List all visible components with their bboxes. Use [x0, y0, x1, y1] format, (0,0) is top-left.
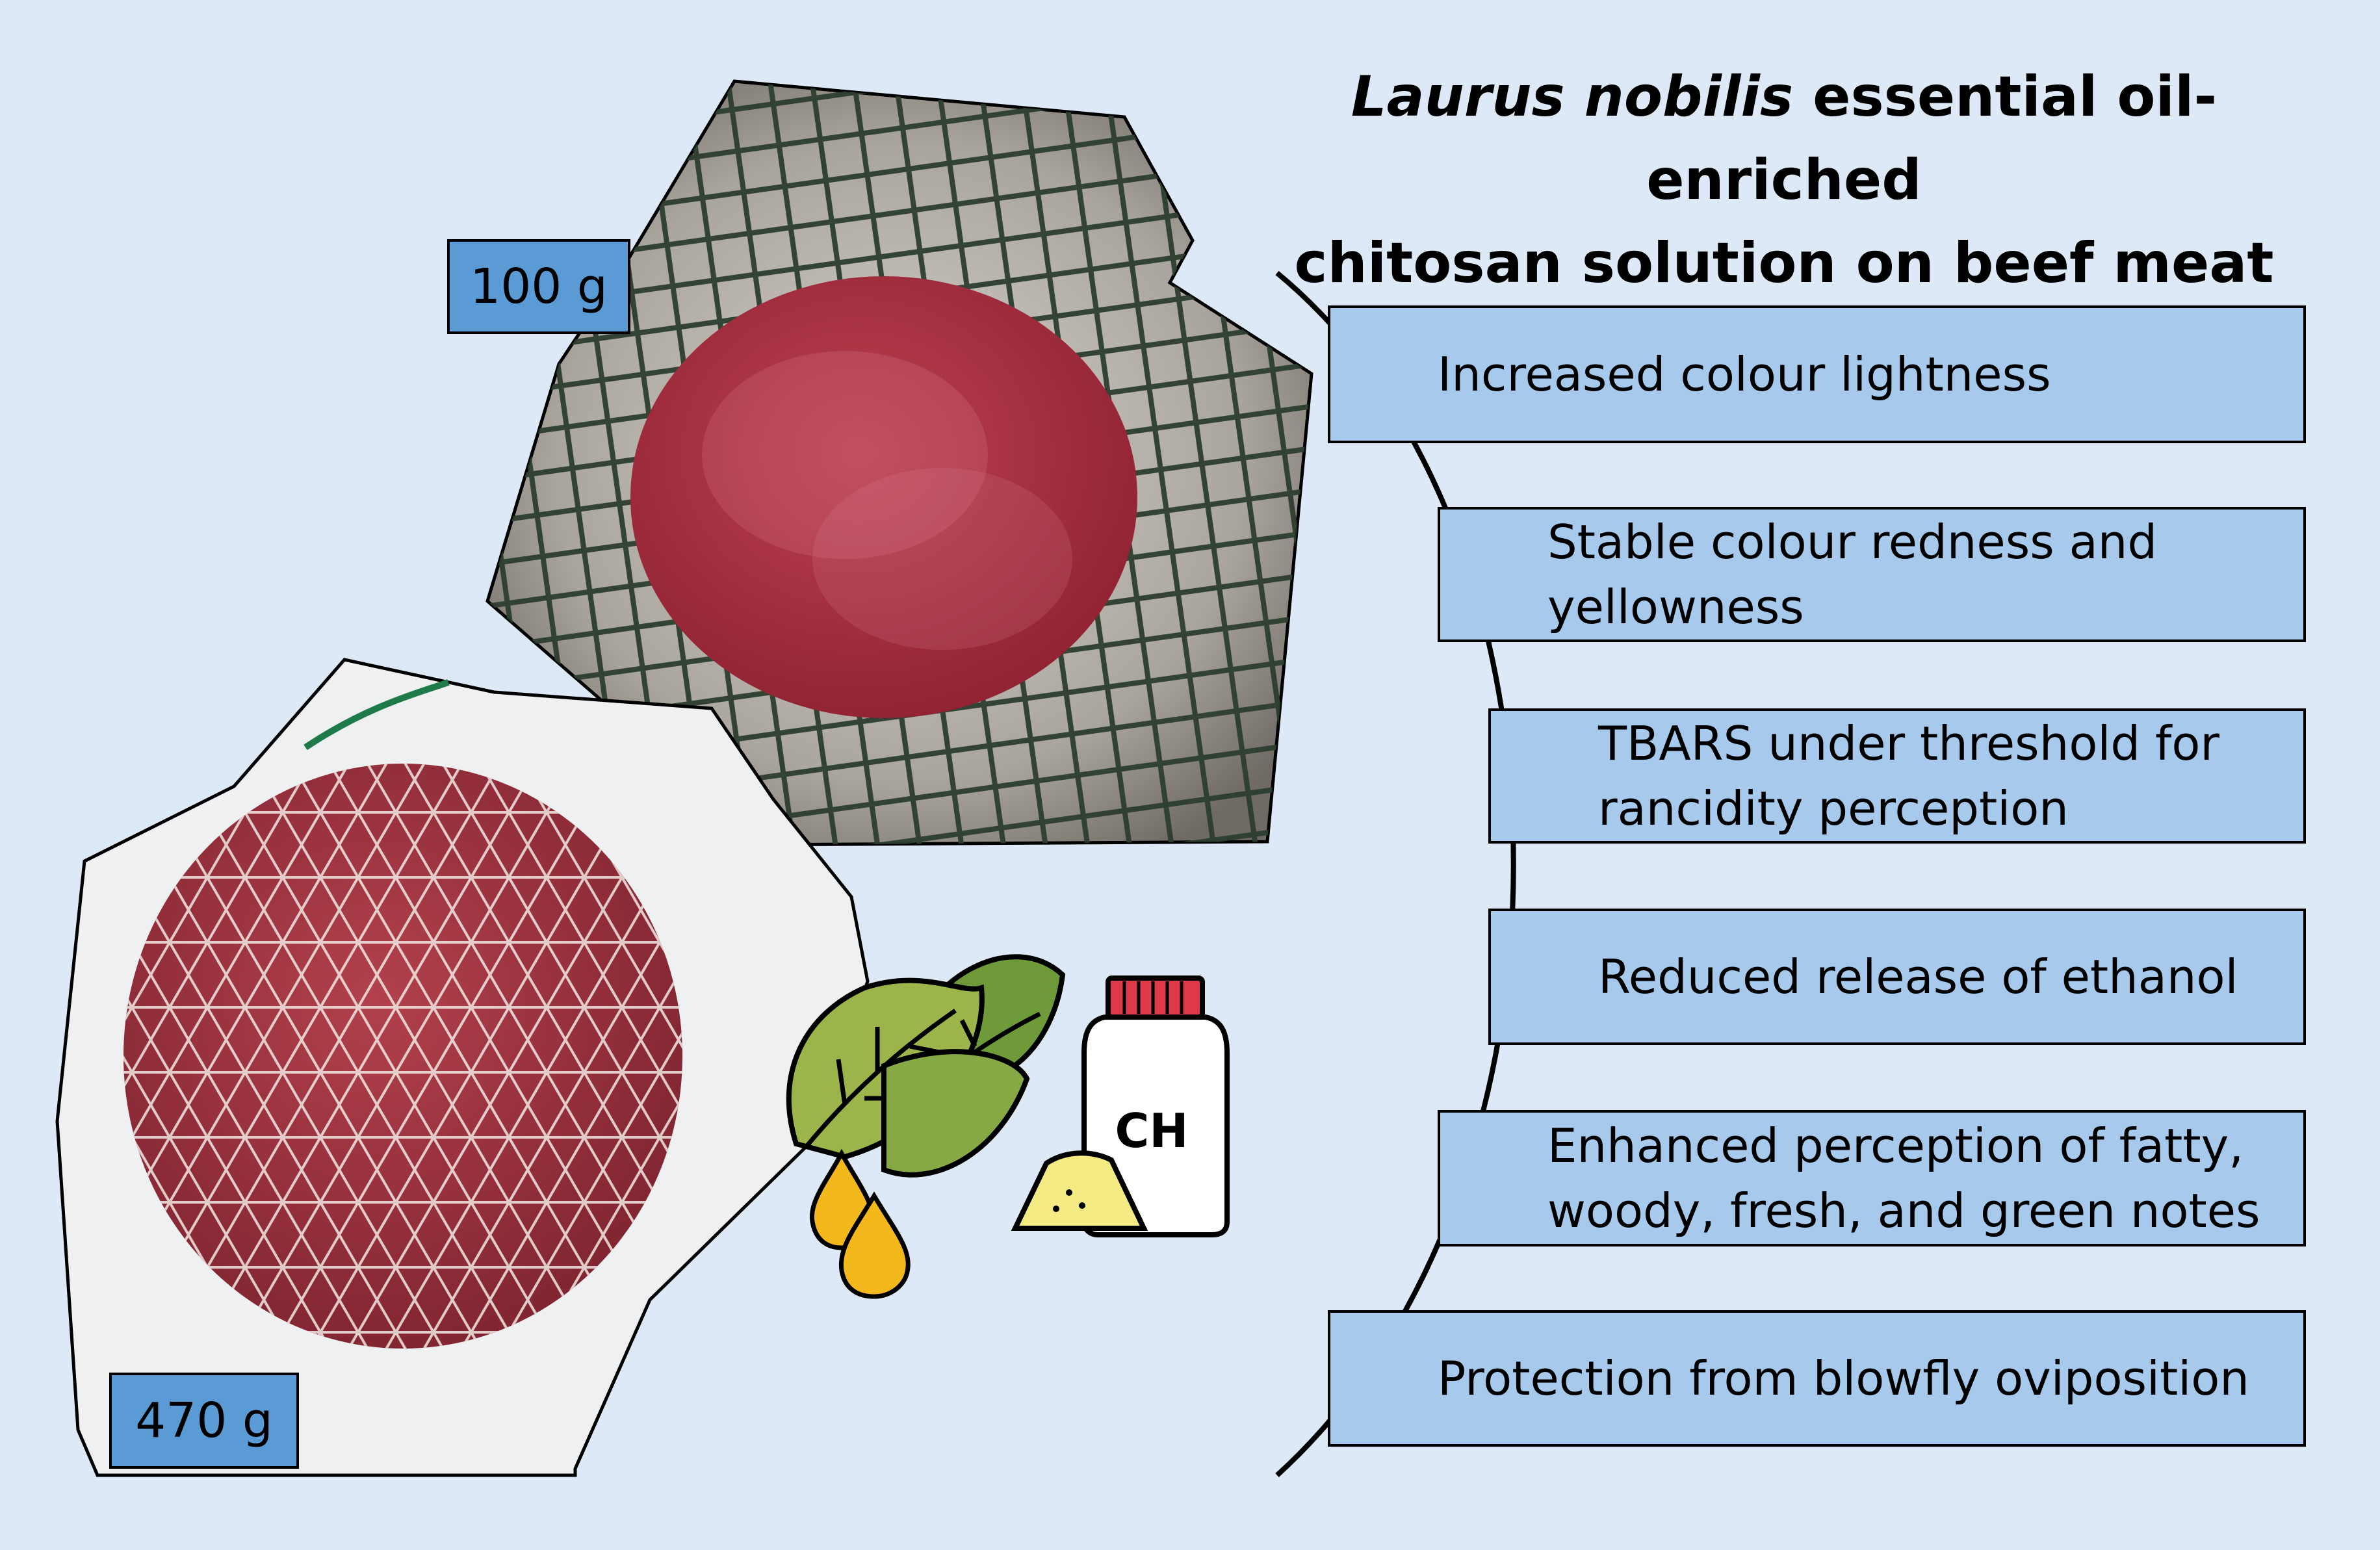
effect-5-line2: woody, fresh, and green notes — [1547, 1183, 2260, 1238]
title-italic: Laurus nobilis — [1351, 64, 1794, 129]
effect-box-3: TBARS under threshold for rancidity perce… — [1488, 708, 2306, 844]
weight-label-100g-text: 100 g — [470, 259, 608, 315]
effect-2-line2: yellowness — [1547, 580, 1804, 634]
effect-1-line1: Increased colour lightness — [1438, 347, 2051, 402]
chitosan-bottle-icon: CH — [1011, 975, 1230, 1237]
burger-photo — [485, 79, 1313, 847]
connector-curve — [1275, 270, 1516, 1477]
weight-label-470g: 470 g — [109, 1373, 299, 1469]
effect-3-line2: rancidity perception — [1598, 781, 2069, 836]
effect-box-6: Protection from blowfly oviposition — [1328, 1310, 2306, 1447]
effect-4-line1: Reduced release of ethanol — [1598, 949, 2238, 1004]
effect-box-5: Enhanced perception of fatty, woody, fres… — [1438, 1110, 2306, 1246]
roast-photo — [55, 658, 870, 1477]
weight-label-470g-text: 470 g — [135, 1393, 273, 1449]
page-title: Laurus nobilis essential oil-enriched ch… — [1222, 55, 2346, 305]
title-line1-rest: essential oil-enriched — [1646, 64, 2218, 213]
bottle-label: CH — [1115, 1104, 1188, 1158]
title-line2: chitosan solution on beef meat — [1294, 231, 2274, 296]
effect-5-line1: Enhanced perception of fatty, — [1547, 1118, 2244, 1173]
effect-box-4: Reduced release of ethanol — [1488, 909, 2306, 1045]
effect-6-line1: Protection from blowfly oviposition — [1438, 1351, 2249, 1406]
effect-box-2: Stable colour redness and yellowness — [1438, 507, 2306, 642]
weight-label-100g: 100 g — [447, 239, 630, 334]
oil-drop-icon — [809, 1148, 911, 1299]
effect-box-1: Increased colour lightness — [1328, 305, 2306, 443]
bay-leaf-icon — [786, 954, 1066, 1178]
effect-2-line1: Stable colour redness and — [1547, 515, 2158, 569]
effect-3-line1: TBARS under threshold for — [1598, 716, 2219, 771]
